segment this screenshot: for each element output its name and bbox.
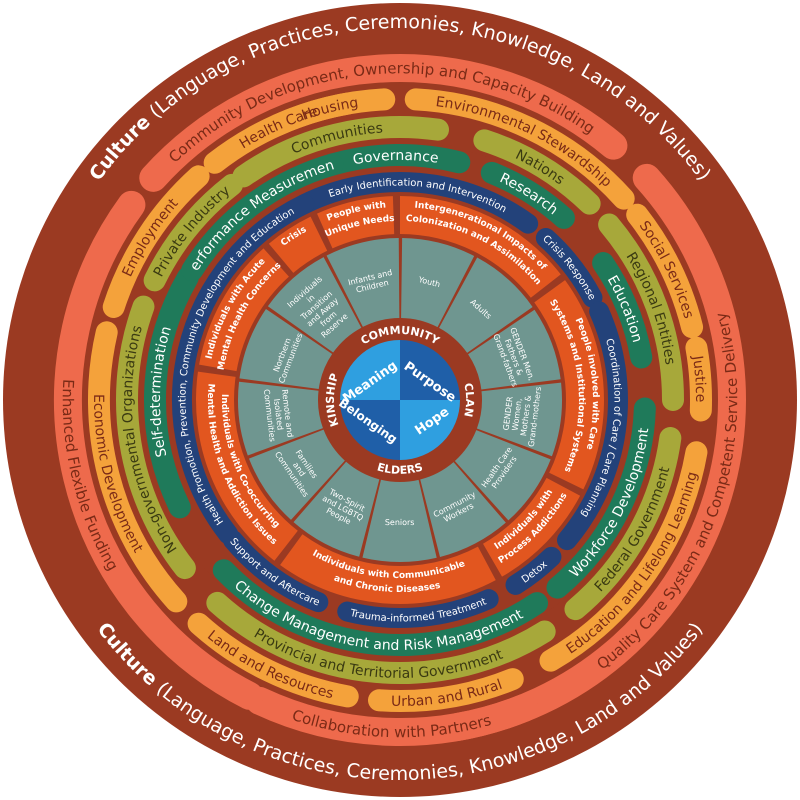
olive-band-3	[564, 426, 682, 621]
green-band-5	[144, 266, 199, 519]
orange-label-3: Justice	[689, 354, 708, 403]
burnt-wedge-2	[483, 477, 581, 577]
core-quadrants: Meaning Purpose Belonging Hope	[336, 340, 460, 460]
population-wedge-6	[362, 479, 437, 563]
population-label-6: Seniors	[385, 518, 415, 527]
population-wedge-5	[420, 462, 506, 557]
core-belonging	[340, 400, 400, 460]
population-wedge-12	[326, 238, 400, 327]
olive-band-6	[143, 173, 243, 292]
coral-band-3	[54, 190, 264, 710]
olive-band-4	[206, 591, 556, 684]
burnt-wedge-4	[196, 371, 298, 561]
coral-band-0	[139, 54, 628, 192]
ring-word-elders: ELDERS	[376, 460, 425, 476]
green-band-6	[181, 153, 344, 282]
orange-band-2	[626, 203, 704, 339]
population-wedge-10	[239, 309, 333, 390]
orange-band-6	[187, 612, 359, 708]
ring-word-clan: CLAN	[461, 382, 476, 418]
burnt-wedge-3	[280, 534, 496, 604]
burnt-wedge-7	[317, 196, 395, 249]
olive-band-1	[473, 129, 601, 215]
core-purpose	[400, 340, 460, 400]
green-band-0	[321, 144, 471, 176]
orange-band-8	[102, 165, 210, 318]
burnt-wedge-5	[199, 248, 289, 372]
population-wedge-0	[401, 238, 475, 328]
orange-band-3	[685, 336, 712, 422]
population-wedge-9	[238, 381, 323, 456]
ring-segments	[54, 54, 746, 746]
green-band-2	[592, 252, 653, 369]
burnt-wedge-6	[268, 216, 328, 273]
population-label-3: GENDERWomen,Mothers &Grand-mothers	[500, 383, 543, 448]
olive-band-2	[598, 213, 684, 411]
coral-band-1	[443, 163, 746, 741]
population-wedge-11	[267, 257, 362, 353]
orange-band-5	[368, 668, 524, 712]
green-band-4	[212, 559, 548, 656]
burnt-wedge-0	[400, 196, 561, 298]
navy-band-0	[294, 172, 539, 234]
population-wedge-8	[248, 429, 345, 520]
green-band-3	[546, 397, 656, 599]
navy-band-6	[172, 194, 315, 545]
population-wedge-4	[454, 430, 551, 521]
olive-band-5	[116, 295, 196, 580]
orange-band-1	[404, 88, 635, 210]
navy-band-5	[223, 530, 329, 613]
population-wedge-1	[439, 257, 533, 353]
orange-band-7	[88, 321, 188, 613]
green-band-1	[480, 161, 575, 229]
navy-band-1	[535, 227, 603, 308]
coral-band-2	[245, 686, 539, 746]
olive-band-0	[232, 116, 449, 188]
population-wedge-7	[293, 461, 380, 557]
green-label-0: Governance	[352, 148, 440, 168]
burnt-wedge-1	[534, 280, 604, 490]
navy-band-3	[505, 546, 562, 595]
core-meaning	[340, 340, 400, 400]
core-hope	[400, 400, 460, 460]
population-wedge-3	[476, 382, 562, 457]
navy-band-2	[557, 301, 628, 551]
population-wedge-2	[468, 309, 561, 390]
orange-band-4	[539, 441, 708, 672]
orange-band-9	[203, 92, 359, 174]
navy-band-4	[337, 589, 499, 628]
